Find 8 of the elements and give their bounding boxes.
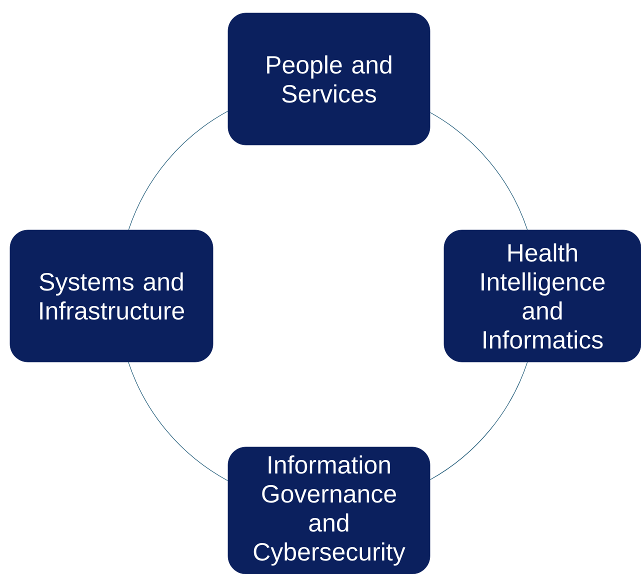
process-box: People and Services — [228, 12, 430, 146]
circle-arc — [128, 362, 228, 482]
circle-arc — [430, 362, 528, 480]
circle-arc — [128, 110, 228, 230]
process-box: Systems and Infrastructure — [10, 230, 214, 362]
process-box: Information Governance and Cybersecurity — [228, 446, 430, 574]
circle-arc — [430, 112, 528, 230]
process-box: Health Intelligence and Informatics — [444, 230, 641, 362]
